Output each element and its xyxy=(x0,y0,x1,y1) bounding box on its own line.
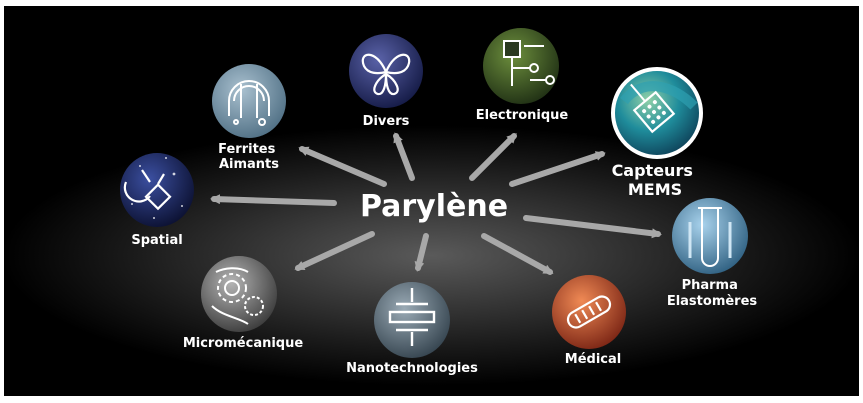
node-pharma: Pharma Elastomères xyxy=(667,198,758,309)
circuit-icon xyxy=(503,40,555,86)
label-electronique: Electronique xyxy=(476,108,569,123)
stent-icon xyxy=(566,295,612,329)
ferrite-icon xyxy=(228,80,270,126)
node-spatial: Spatial xyxy=(120,153,194,248)
arrow-micromecanique xyxy=(294,231,375,271)
diagram-canvas: Parylène Ferrites Aimants xyxy=(4,6,859,396)
syringe-icon xyxy=(688,207,732,267)
node-divers: Divers xyxy=(349,34,423,129)
node-ferrites: Ferrites Aimants xyxy=(212,64,286,172)
stars xyxy=(131,157,183,219)
label-pharma: Pharma Elastomères xyxy=(667,278,758,309)
label-ferrites: Ferrites Aimants xyxy=(218,142,280,172)
gear-icon xyxy=(211,267,264,325)
arrow-electronique xyxy=(469,133,517,181)
connectors xyxy=(210,132,662,275)
sensor-chip-icon xyxy=(620,81,698,134)
butterfly-icon xyxy=(361,53,411,96)
node-nanotechnologies: Nanotechnologies xyxy=(346,282,478,376)
satellite-icon xyxy=(123,169,172,211)
label-spatial: Spatial xyxy=(131,233,182,248)
label-divers: Divers xyxy=(363,114,410,129)
node-electronique: Electronique xyxy=(476,28,569,123)
node-capteurs: Capteurs MEMS xyxy=(611,67,703,199)
node-micromecanique: Micromécanique xyxy=(183,256,304,351)
arrow-medical xyxy=(481,233,554,275)
arrow-nanotechnologies xyxy=(414,233,429,272)
label-medical: Médical xyxy=(565,352,621,367)
arrow-pharma xyxy=(523,215,662,239)
layers-icon xyxy=(388,288,436,346)
center-label: Parylène xyxy=(360,189,508,224)
label-capteurs: Capteurs MEMS xyxy=(612,161,699,199)
arrow-ferrites xyxy=(298,146,387,187)
node-medical: Médical xyxy=(552,275,626,367)
arrow-capteurs xyxy=(509,151,606,187)
arrow-divers xyxy=(393,132,415,181)
label-micromecanique: Micromécanique xyxy=(183,336,304,351)
label-nanotechnologies: Nanotechnologies xyxy=(346,361,478,376)
arrow-spatial xyxy=(210,194,337,206)
parylene-mindmap: Parylène Ferrites Aimants xyxy=(120,28,758,376)
